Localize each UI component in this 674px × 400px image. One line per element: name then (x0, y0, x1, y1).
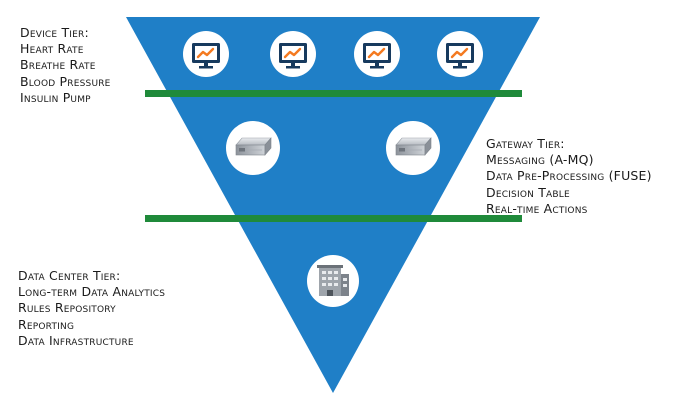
monitor-chart-icon (270, 31, 316, 77)
data-center-tier-item: Reporting (18, 316, 75, 332)
gateway-tier-title: Gateway Tier: (486, 136, 565, 151)
server-icon (226, 121, 280, 175)
building-icon (307, 255, 359, 307)
gateway-tier-item: Real-time Actions (486, 200, 588, 216)
monitor-chart-icon (437, 31, 483, 77)
device-tier-title: Device Tier: (20, 25, 89, 40)
device-tier-item: Insulin Pump (20, 89, 91, 105)
monitor-chart-icon (354, 31, 400, 77)
gateway-tier-item: Data Pre-Processing (FUSE) (486, 168, 652, 184)
device-tier-text: Device Tier: Heart Rate Breathe Rate Blo… (20, 25, 111, 106)
data-center-tier-text: Data Center Tier: Long-term Data Analyti… (18, 268, 165, 349)
gateway-tier-item: Decision Table (486, 184, 570, 200)
server-icon (386, 121, 440, 175)
data-center-tier-item: Long-term Data Analytics (18, 284, 166, 300)
device-tier-item: Heart Rate (20, 41, 84, 57)
gateway-tier-item: Messaging (A-MQ) (486, 152, 594, 168)
device-tier-item: Blood Pressure (20, 73, 111, 89)
divider-gateway-datacenter (145, 215, 522, 222)
data-center-tier-item: Rules Repository (18, 300, 116, 316)
divider-device-gateway (145, 90, 522, 97)
device-tier-item: Breathe Rate (20, 57, 96, 73)
monitor-chart-icon (183, 31, 229, 77)
gateway-tier-text: Gateway Tier: Messaging (A-MQ) Data Pre-… (486, 136, 652, 217)
data-center-tier-item: Data Infrastructure (18, 332, 134, 348)
data-center-tier-title: Data Center Tier: (18, 268, 121, 283)
funnel-shape (126, 17, 540, 393)
